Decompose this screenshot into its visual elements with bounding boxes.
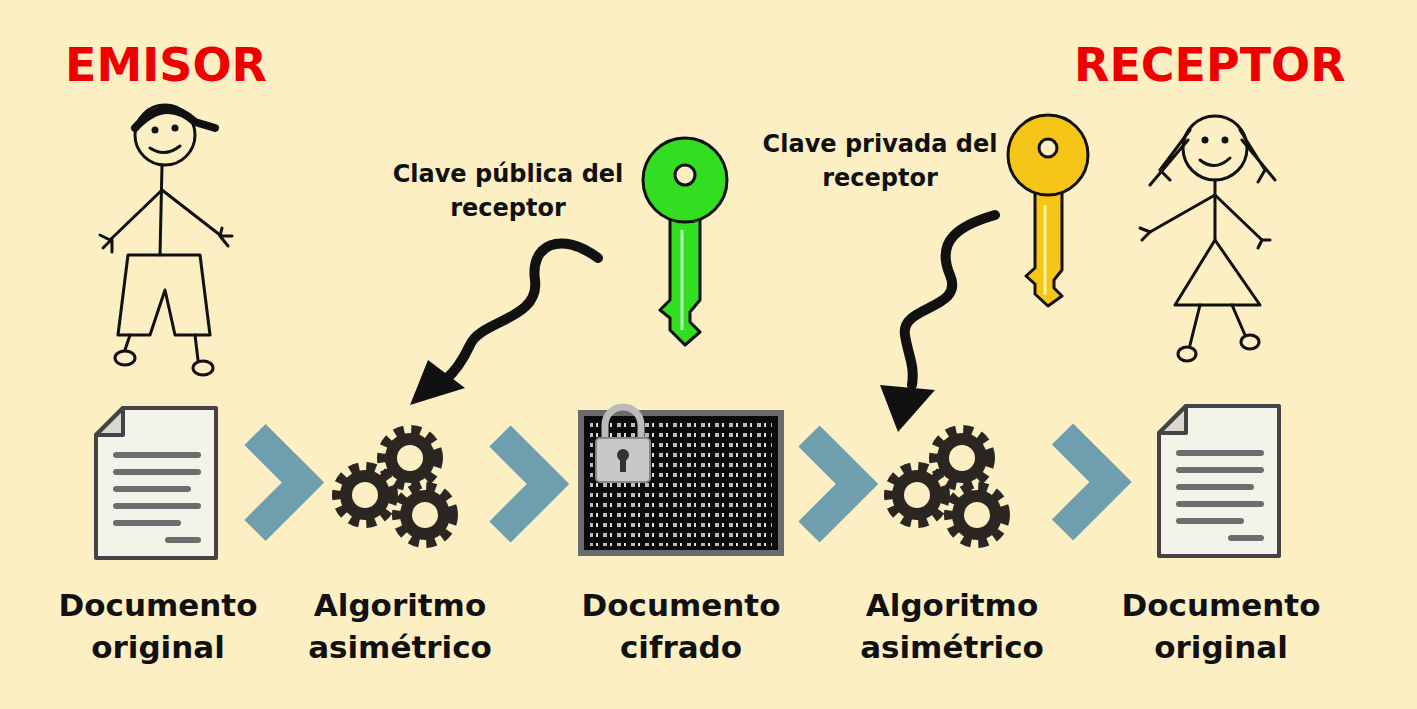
receiver-title: RECEPTOR	[1074, 38, 1346, 92]
icon-node: Documento original	[1151, 398, 1291, 560]
sender-title: EMISOR	[65, 38, 267, 92]
chevron-arrow	[255, 435, 303, 531]
chevron-arrow	[500, 436, 548, 532]
node-caption: Algoritmo asimétrico	[822, 585, 1082, 669]
chevron-arrow	[809, 436, 857, 532]
node-caption: Documento original	[1091, 585, 1351, 669]
chevron-arrow	[1063, 434, 1111, 530]
private-key-label: Clave privada del receptor	[760, 128, 1000, 195]
icon-node: Documento original	[88, 400, 228, 560]
icon-node: Algoritmo asimétrico	[882, 420, 1022, 550]
icon-node: Algoritmo asimétrico	[330, 420, 470, 550]
icon-node: Documento cifrado	[578, 410, 784, 556]
node-caption: Algoritmo asimétrico	[270, 585, 530, 669]
node-caption: Documento cifrado	[551, 585, 811, 669]
node-caption: Documento original	[28, 585, 288, 669]
public-key-label: Clave pública del receptor	[388, 158, 628, 225]
